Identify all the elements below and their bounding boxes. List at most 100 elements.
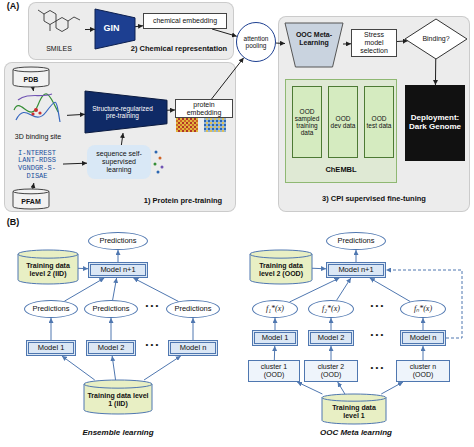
embedding-box: protein embedding: [175, 99, 233, 118]
connector: [111, 318, 112, 340]
connector: [370, 278, 410, 302]
data-cylinder-outline: [84, 384, 152, 388]
box-label: OOD test data: [366, 115, 392, 129]
pooling-circle: attention pooling: [236, 22, 276, 62]
box-label: Deployment: Dark Genome: [407, 114, 463, 132]
selection-box: Stress model selection: [351, 29, 397, 57]
box-label: 3D binding site: [15, 133, 61, 141]
module-panel: 1) Protein pre-trainingPDB3D binding sit…: [4, 62, 236, 212]
connector: [297, 382, 322, 394]
model-box: Model 1: [26, 340, 76, 356]
data-cylinder: Training data level 1: [322, 394, 386, 424]
connector: [331, 346, 332, 360]
sequence-text: I-NTEREST LANT-RDSS VGNDGR-S- DISAE: [11, 147, 63, 183]
box-label: Predictions: [99, 237, 136, 245]
data-cylinder-outline: [18, 250, 78, 284]
box-label: Model n: [410, 334, 437, 342]
box-label: Training data level 1: [324, 404, 384, 419]
connector: [423, 318, 424, 330]
box-label: OOC Meta-Learning: [293, 31, 335, 46]
box-label: Model 2: [98, 344, 125, 352]
box-label: PFAM: [21, 198, 40, 206]
learning-box: sequence self-supervised learning: [87, 145, 151, 179]
cluster-box: cluster 1 (OOD): [248, 360, 300, 382]
ellipsis-mark: • • •: [137, 341, 167, 350]
box-label: attention pooling: [239, 35, 273, 49]
connector: [275, 318, 276, 330]
box-label: sequence self-supervised learning: [89, 150, 149, 173]
deployment-box: Deployment: Dark Genome: [405, 85, 465, 161]
encoder-block: Structure-regularized pre-training: [85, 91, 167, 133]
encoder-block-outline: [95, 9, 135, 49]
box-label: Model 1: [262, 334, 289, 342]
connector: [51, 318, 52, 340]
learner-function-oval: fₙ*(x): [400, 300, 446, 318]
box-label: protein embedding: [178, 101, 230, 116]
model-box: Model n: [168, 340, 218, 356]
data-cylinder: Training data level 2 (OOD): [250, 250, 312, 284]
diagram-title: OOC Meta learning: [286, 429, 426, 438]
box-label: OOD dev data: [330, 115, 356, 129]
box-label: Model n+1: [100, 266, 135, 274]
ellipsis-mark: • • •: [355, 331, 399, 340]
diagram-title: Ensemble learning: [48, 429, 188, 438]
box-label: Structure-regularized pre-training: [88, 105, 157, 119]
data-cylinder: Training data level 2 (IID): [18, 250, 78, 284]
connector: [193, 318, 194, 340]
decision-diamond: Binding?: [405, 19, 467, 59]
data-cylinder: Training data level 1 (IID): [84, 380, 152, 414]
connector: [118, 250, 119, 262]
cluster-box: cluster n (OOD): [396, 360, 450, 382]
database-cylinder: PFAM: [13, 189, 49, 209]
box-label: SMILES: [46, 45, 72, 53]
box-label: Training data level 2 (IID): [20, 262, 76, 277]
molecule-figure: SMILES: [33, 5, 85, 55]
box-label: Model n+1: [338, 266, 373, 274]
meta-learner-block: OOC Meta-Learning: [285, 23, 343, 67]
data-split-bar: OOD dev data: [328, 86, 358, 158]
connector: [112, 356, 115, 380]
connector: [356, 250, 357, 262]
data-cylinder-outline: [250, 254, 312, 258]
data-cylinder-outline: [84, 380, 152, 414]
connector: [312, 268, 326, 270]
decision-diamond-outline: [405, 19, 467, 59]
encoder-block: GIN: [95, 9, 135, 49]
connector: [78, 268, 88, 269]
connector: [423, 346, 424, 360]
module-panel: 2) Chemical representationSMILESGINchemi…: [28, 2, 234, 60]
box-label: Model n: [180, 344, 207, 352]
box-label: cluster 2 (OOD): [307, 363, 355, 378]
ellipsis-mark: • • •: [358, 364, 396, 373]
connector: [144, 356, 181, 380]
box-label: cluster n (OOD): [399, 363, 447, 378]
embedding-box: chemical embedding: [143, 13, 227, 29]
meta-learner-block-outline: [285, 23, 343, 67]
data-cylinder-outline: [250, 250, 312, 284]
output-oval: Predictions: [166, 300, 220, 318]
model-box: Model n+1: [88, 262, 148, 278]
ellipsis-mark: • • •: [138, 302, 166, 311]
panel-letter: (A): [2, 2, 24, 12]
data-split-bar: OOD sampled training data: [292, 86, 322, 158]
database-cylinder-outline: [13, 69, 49, 71]
learner-function-oval: f₁*(x): [252, 300, 298, 318]
model-box: Model n+1: [326, 262, 386, 278]
connector: [381, 382, 403, 394]
connector: [338, 382, 345, 394]
box-label: GIN: [103, 24, 119, 34]
data-cylinder-outline: [322, 398, 386, 402]
database-cylinder-outline: [13, 191, 49, 193]
box-label: Predictions: [174, 305, 211, 313]
box-label: Predictions: [32, 305, 69, 313]
box-label: Stress model selection: [354, 31, 394, 54]
connector: [274, 346, 275, 360]
dataset-panel: ChEMBL OOD sampled training data OOD dev d…: [285, 79, 397, 183]
model-box: Model 2: [86, 340, 136, 356]
box-label: f₁*(x): [266, 305, 284, 314]
panel-heading: ChEMBL: [286, 166, 396, 174]
data-split-bar: OOD test data: [364, 86, 394, 158]
box-label: Training data level 2 (OOD): [252, 262, 310, 277]
connector: [331, 318, 332, 330]
panel-heading: 1) Protein pre-training: [133, 197, 233, 205]
